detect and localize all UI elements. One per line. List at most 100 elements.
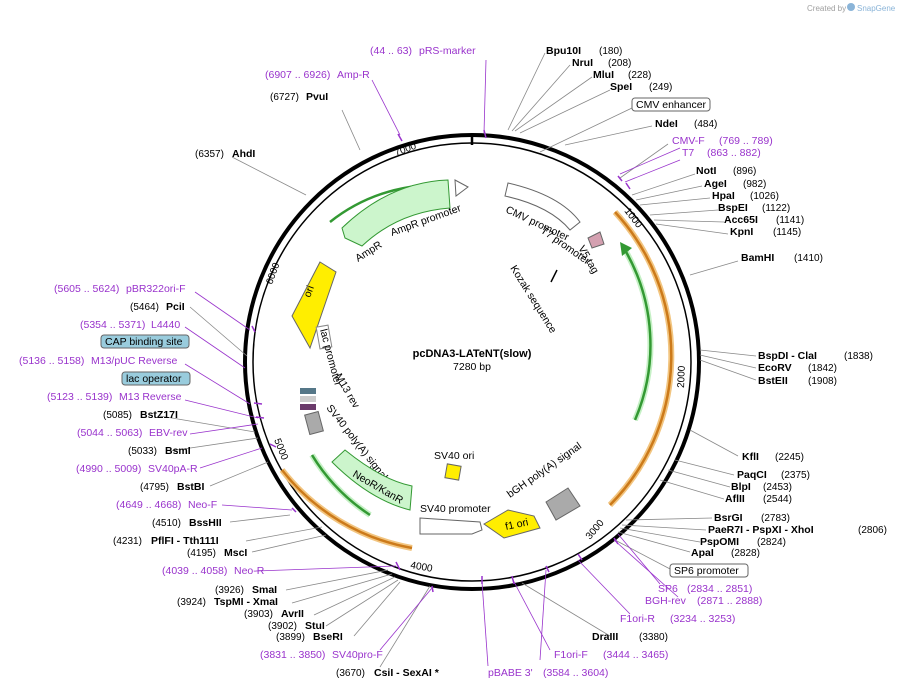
enzyme-name: BstZ17I xyxy=(140,409,178,421)
green-arc-right-arrow-icon xyxy=(620,242,632,256)
primer-name: Neo-R xyxy=(234,565,265,577)
ori-shape xyxy=(291,261,337,350)
enzyme-name: DraIII xyxy=(592,631,618,643)
bgh-polya-shape xyxy=(545,487,581,521)
enzyme-pos: (4510) xyxy=(152,518,181,529)
m13-rev-label: M13 rev xyxy=(332,372,362,411)
enzyme-pos: (3902) xyxy=(268,621,297,632)
enzyme-pos: (1141) xyxy=(776,215,804,226)
primer-name: L4440 xyxy=(151,319,180,331)
enzyme-pos: (3926) xyxy=(215,585,244,596)
sv40-promoter-arrow xyxy=(419,517,483,535)
primer-name: M13 Reverse xyxy=(119,391,182,403)
kozak-label: Kozak sequence xyxy=(507,263,558,335)
enzyme-name: BspDI - ClaI xyxy=(758,350,817,362)
enzyme-pos: (2375) xyxy=(781,470,810,481)
green-arc-left xyxy=(310,454,371,517)
plasmid-length: 7280 bp xyxy=(453,361,491,373)
enzyme-pos: (2245) xyxy=(775,452,804,463)
primer-name: CMV-F xyxy=(672,135,705,147)
enzyme-pos: (1122) xyxy=(762,203,790,214)
enzyme-name: AflII xyxy=(725,493,745,505)
primer-range: (4649 .. 4668) xyxy=(116,499,181,511)
neor-feature xyxy=(331,449,413,511)
enzyme-pos: (3899) xyxy=(276,632,305,643)
enzyme-pos: (5033) xyxy=(128,446,157,457)
enzyme-name: Acc65I xyxy=(724,214,758,226)
enzyme-pos: (2824) xyxy=(757,537,786,548)
enzyme-name: MluI xyxy=(593,69,614,81)
orange-arc-right-halo xyxy=(607,209,675,508)
sp6-promoter-label: SP6 promoter xyxy=(674,565,739,577)
primer-name: SP6 xyxy=(658,583,678,595)
tick-3000: 3000 xyxy=(584,517,607,541)
plasmid-name: pcDNA3-LATeNT(slow) xyxy=(413,348,532,360)
primer-range: (863 .. 882) xyxy=(707,147,761,159)
enzyme-pos: (2783) xyxy=(761,513,790,524)
primer-name: BGH-rev xyxy=(645,595,687,607)
enzyme-pos: (1145) xyxy=(773,227,801,238)
primer-range: (5044 .. 5063) xyxy=(77,427,142,439)
enzyme-name: HpaI xyxy=(712,190,735,202)
enzyme-name: BsmI xyxy=(165,445,191,457)
enzyme-pos: (5085) xyxy=(103,410,132,421)
cap-binding-site-box xyxy=(100,334,190,349)
enzyme-pos: (249) xyxy=(649,82,672,93)
enzyme-name: NdeI xyxy=(655,118,678,130)
bgh-polya-label: bGH poly(A) signal xyxy=(505,440,584,500)
enzyme-name: CsiI - SexAI * xyxy=(374,667,440,679)
enzyme-pos: (1410) xyxy=(794,253,823,264)
tick-4000: 4000 xyxy=(409,560,433,575)
enzyme-name: ApaI xyxy=(691,547,714,559)
enzyme-pos: (982) xyxy=(743,179,766,190)
enzyme-name: Bpu10I xyxy=(546,45,581,57)
enzyme-name: PspOMI xyxy=(700,536,739,548)
enzyme-name: BseRI xyxy=(313,631,343,643)
sv40-ori-shape xyxy=(444,463,462,481)
enzyme-pos: (2806) xyxy=(858,525,887,536)
primer-range: (5123 .. 5139) xyxy=(47,391,112,403)
enzyme-name: AgeI xyxy=(704,178,727,190)
enzyme-name: TspMI - XmaI xyxy=(214,596,278,608)
enzyme-pos: (4195) xyxy=(187,548,216,559)
enzyme-pos: (4231) xyxy=(113,536,142,547)
enzyme-pos: (4795) xyxy=(140,482,169,493)
primer-name: Neo-F xyxy=(188,499,217,511)
enzyme-name: BsrGI xyxy=(714,512,743,524)
enzyme-pos: (5464) xyxy=(130,302,159,313)
boxed-features: CMV enhancer SP6 promoter CAP binding si… xyxy=(100,97,749,578)
enzyme-name: BamHI xyxy=(741,252,774,264)
ampr-feature xyxy=(341,179,451,247)
enzyme-pos: (1026) xyxy=(750,191,779,202)
enzyme-pos: (3903) xyxy=(244,609,273,620)
f1-ori-label: f1 ori xyxy=(504,516,529,533)
enzyme-name: PflFI - Tth111I xyxy=(151,535,219,547)
cmv-enhancer-label: CMV enhancer xyxy=(636,99,707,111)
green-arc-right xyxy=(623,249,652,421)
enzyme-pos: (3670) xyxy=(336,668,365,679)
enzyme-name: SpeI xyxy=(610,81,632,93)
enzyme-pos: (2453) xyxy=(763,482,792,493)
enzyme-pos: (1908) xyxy=(808,376,837,387)
sv40-polya-shape xyxy=(304,410,324,436)
enzyme-name: KflI xyxy=(742,451,759,463)
enzyme-name: MscI xyxy=(224,547,247,559)
tick-7000: 7000 xyxy=(393,141,418,159)
primer-ticks xyxy=(251,129,631,593)
primer-name: SV40pro-F xyxy=(332,649,383,661)
sv40-ori-label: SV40 ori xyxy=(434,450,474,462)
primer-range: (2871 .. 2888) xyxy=(697,595,762,607)
primer-range: (3831 .. 3850) xyxy=(260,649,325,661)
cmv-enhancer-box xyxy=(631,97,711,112)
enzyme-name: NruI xyxy=(572,57,593,69)
primer-range: (2834 .. 2851) xyxy=(687,583,752,595)
primer-range: (5605 .. 5624) xyxy=(54,283,119,295)
enzyme-name: BssHII xyxy=(189,517,222,529)
primer-range: (44 .. 63) xyxy=(370,45,412,57)
primer-range: (4990 .. 5009) xyxy=(76,463,141,475)
primers: (44 .. 63)pRS-marker (6907 .. 6926)Amp-R… xyxy=(19,45,773,679)
primer-range: (6907 .. 6926) xyxy=(265,69,330,81)
enzymes-right: Bpu10I(180) NruI(208) MluI(228) SpeI(249… xyxy=(546,45,887,643)
primer-name: EBV-rev xyxy=(149,427,188,439)
